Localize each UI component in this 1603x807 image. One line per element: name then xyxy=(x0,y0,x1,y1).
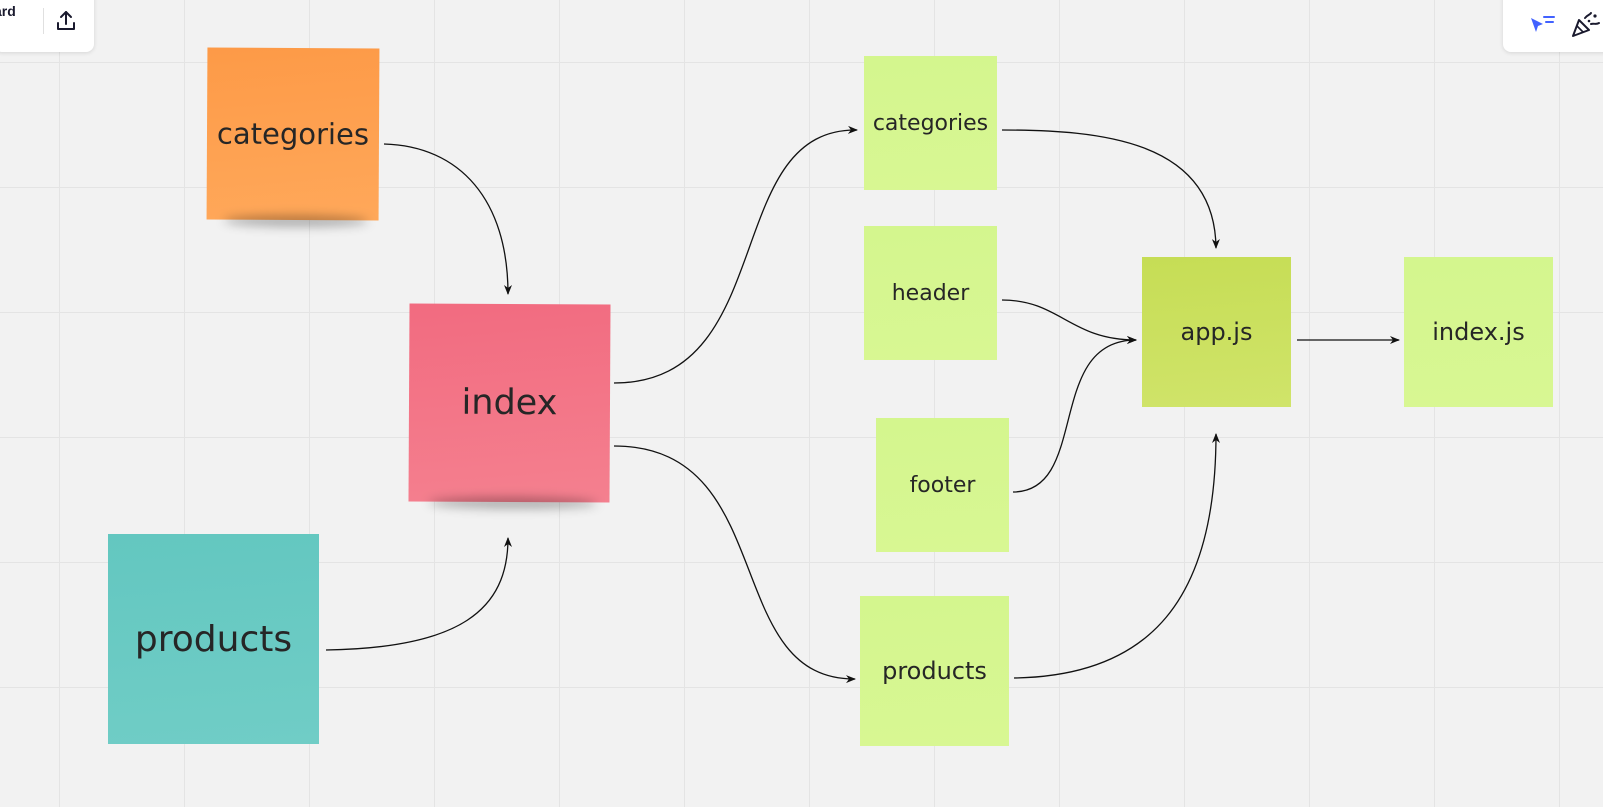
sticky-note-text: index.js xyxy=(1432,318,1525,346)
sticky-note-app-js[interactable]: app.js xyxy=(1142,257,1291,407)
sticky-note-text: footer xyxy=(909,472,976,498)
sticky-note-products-source[interactable]: products xyxy=(108,534,319,744)
connector-header-to-appjs[interactable] xyxy=(1001,299,1137,344)
sticky-note-text: categories xyxy=(216,116,370,152)
sticky-note-products-target[interactable]: products xyxy=(860,596,1009,746)
upload-icon xyxy=(57,11,75,30)
sticky-note-footer[interactable]: footer xyxy=(876,418,1009,552)
cursor-filter-icon xyxy=(1531,16,1555,32)
connector-footer-to-appjs[interactable] xyxy=(1012,336,1137,493)
connector-categories-to-index[interactable] xyxy=(383,143,512,295)
sticky-note-index-js[interactable]: index.js xyxy=(1404,257,1553,407)
cursor-filter-button[interactable] xyxy=(1527,10,1557,40)
toolbar-divider xyxy=(43,8,44,34)
board-header-toolbar: ard xyxy=(0,0,94,52)
sticky-note-text: index xyxy=(461,382,558,424)
sticky-note-text: app.js xyxy=(1180,318,1253,346)
sticky-note-text: products xyxy=(134,618,293,660)
board-name[interactable]: ard xyxy=(0,3,16,19)
connector-index-to-products[interactable] xyxy=(613,445,856,684)
share-button[interactable] xyxy=(51,6,81,36)
connector-products-to-index[interactable] xyxy=(325,537,512,651)
sticky-note-text: header xyxy=(891,280,970,306)
connector-categories-to-appjs[interactable] xyxy=(1001,129,1220,249)
sticky-note-index[interactable]: index xyxy=(408,303,611,503)
connector-index-to-categories[interactable] xyxy=(613,125,858,384)
sticky-note-categories-target[interactable]: categories xyxy=(864,56,997,190)
celebrate-button[interactable] xyxy=(1569,10,1601,40)
sticky-note-text: products xyxy=(882,657,987,685)
sticky-note-text: categories xyxy=(872,110,989,136)
party-popper-icon xyxy=(1572,12,1600,37)
sticky-note-header[interactable]: header xyxy=(864,226,997,360)
collaboration-toolbar xyxy=(1503,0,1603,52)
connector-products-to-appjs[interactable] xyxy=(1013,433,1220,679)
sticky-note-categories-source[interactable]: categories xyxy=(206,47,380,221)
